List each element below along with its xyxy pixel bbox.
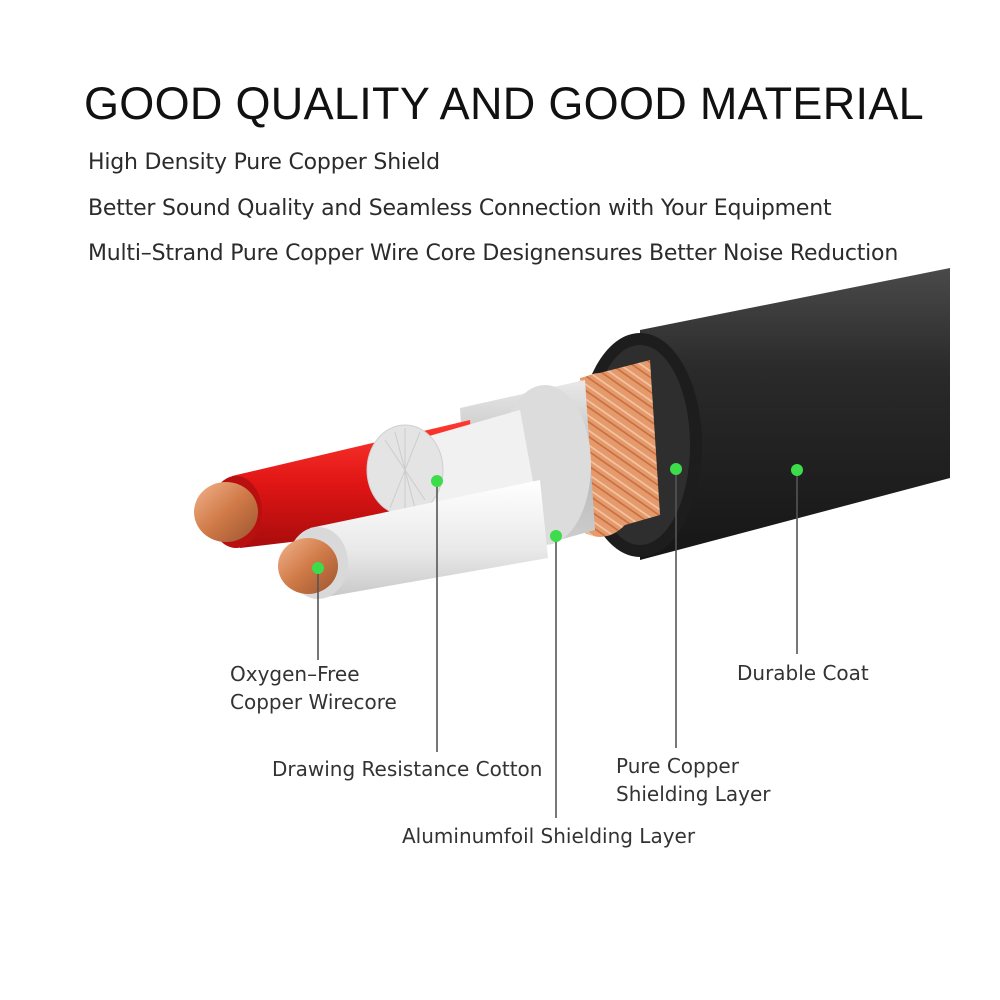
callout-cotton: Drawing Resistance Cotton	[272, 755, 542, 783]
feature-line-2: Better Sound Quality and Seamless Connec…	[88, 196, 832, 221]
marker-cotton	[431, 475, 443, 487]
marker-copper-shield	[670, 463, 682, 475]
callout-copper-shield-line1: Pure Copper	[616, 754, 739, 778]
marker-foil	[550, 530, 562, 542]
callout-cotton-line1: Drawing Resistance Cotton	[272, 757, 543, 781]
headline: GOOD QUALITY AND GOOD MATERIAL	[84, 78, 924, 129]
callout-coat-line1: Durable Coat	[737, 661, 869, 685]
leader-lines	[317, 469, 798, 818]
feature-line-3: Multi–Strand Pure Copper Wire Core Desig…	[88, 241, 899, 266]
callout-copper-shield: Pure Copper Shielding Layer	[616, 752, 771, 808]
marker-wirecore	[312, 562, 324, 574]
feature-line-1: High Density Pure Copper Shield	[88, 150, 440, 175]
callout-wirecore-line2: Copper Wirecore	[230, 690, 397, 714]
callout-foil: Aluminumfoil Shielding Layer	[402, 822, 695, 850]
callout-wirecore: Oxygen–Free Copper Wirecore	[230, 660, 397, 716]
callout-coat: Durable Coat	[737, 659, 869, 687]
callout-foil-line1: Aluminumfoil Shielding Layer	[402, 824, 696, 848]
callout-copper-shield-line2: Shielding Layer	[616, 782, 771, 806]
callout-wirecore-line1: Oxygen–Free	[230, 662, 360, 686]
marker-coat	[791, 464, 803, 476]
markers	[312, 463, 803, 574]
white-conductor	[278, 480, 548, 599]
